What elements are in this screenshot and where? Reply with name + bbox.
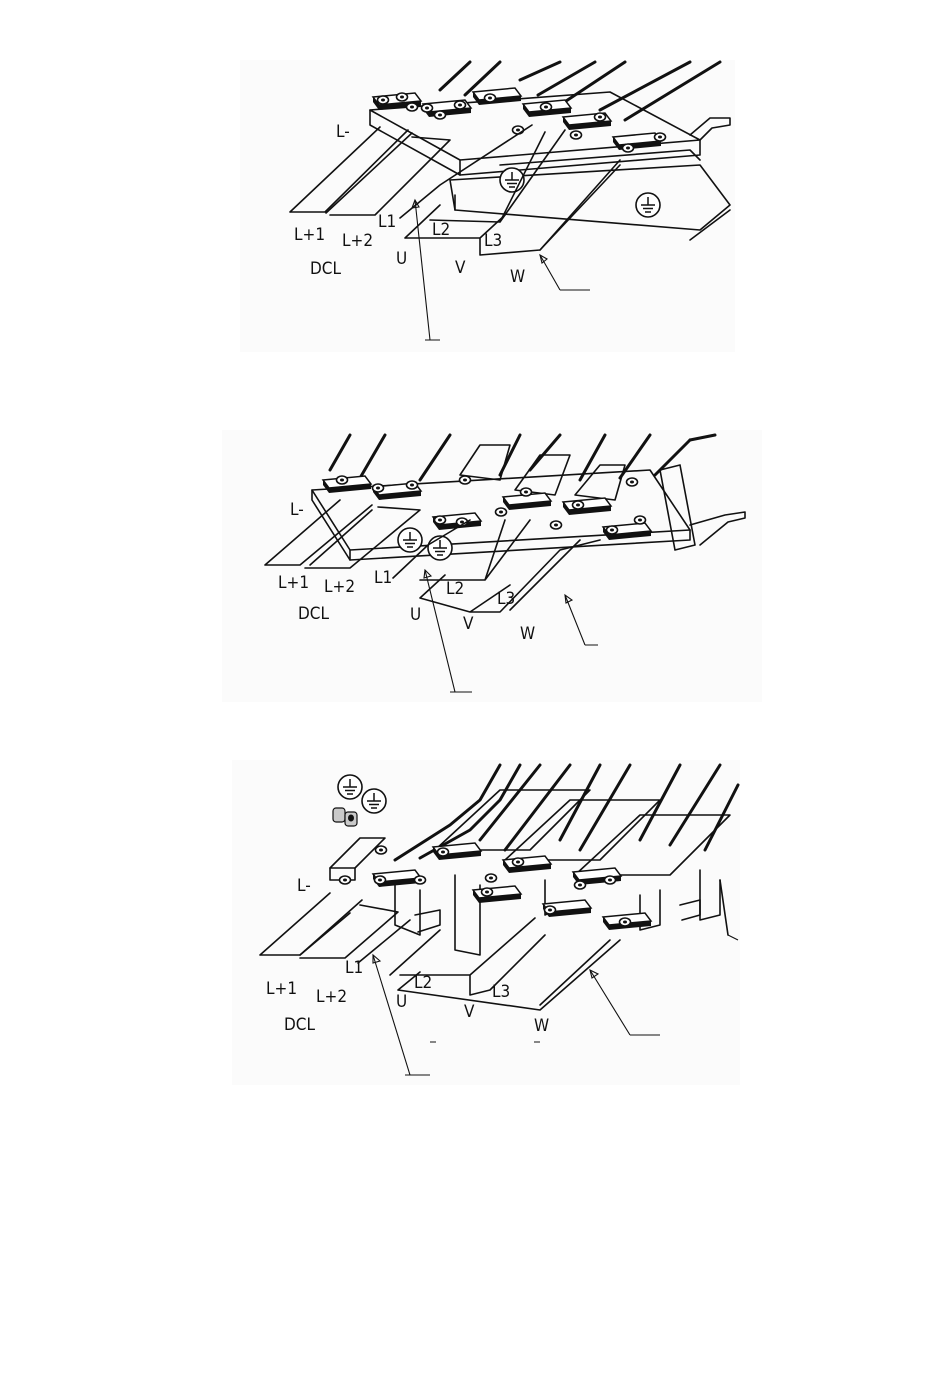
figure-2-label-l-plus-1: L+1	[278, 573, 309, 593]
figure-1-label-l1: L1	[378, 212, 396, 232]
figure-2-label-l1: L1	[374, 568, 392, 588]
figure-1: L- L+1 L+2 DCL L1 L2 L3 U V W	[240, 60, 735, 352]
figure-2-label-l-plus-2: L+2	[324, 577, 355, 597]
figure-1-label-u: U	[396, 249, 407, 269]
figure-3-label-l3: L3	[492, 982, 510, 1002]
figure-3-label-dcl: DCL	[284, 1015, 315, 1035]
figure-3-label-l-plus-1: L+1	[266, 979, 297, 999]
figure-1-label-l-minus: L-	[336, 122, 350, 142]
figure-3-ground-icon-2	[362, 789, 386, 813]
figure-1-label-l3: L3	[484, 231, 502, 251]
figure-1-label-w: W	[510, 267, 525, 287]
figure-3-label-l2: L2	[414, 973, 432, 993]
figure-3-ground-icon-1	[338, 775, 362, 799]
figure-1-label-dcl: DCL	[310, 259, 341, 279]
figure-3-panel	[232, 760, 740, 1085]
figure-3-label-l1: L1	[345, 958, 363, 978]
figure-2-label-l3: L3	[497, 589, 515, 609]
figure-2-ground-icon-1	[398, 528, 422, 552]
figure-2-label-l-minus: L-	[290, 500, 304, 520]
figure-2-label-v: V	[463, 614, 474, 634]
figure-2: L- L+1 L+2 DCL L1 L2 L3 U V W	[222, 430, 762, 702]
figure-1-ground-icon-2	[636, 193, 660, 217]
figure-2-label-w: W	[520, 624, 535, 644]
figure-3-label-u: U	[396, 992, 407, 1012]
figure-3-label-w: W	[534, 1016, 549, 1036]
figure-2-label-l2: L2	[446, 579, 464, 599]
figure-1-label-v: V	[455, 258, 466, 278]
figure-1-label-l-plus-2: L+2	[342, 231, 373, 251]
figure-3-label-l-plus-2: L+2	[316, 987, 347, 1007]
figure-2-ground-icon-2	[428, 536, 452, 560]
figure-3-label-v: V	[464, 1002, 475, 1022]
figure-2-label-u: U	[410, 605, 421, 625]
figure-1-label-l-plus-1: L+1	[294, 225, 325, 245]
figure-3: L- L+1 L+2 DCL L1 L2 L3 U V W	[232, 760, 740, 1085]
figure-3-label-l-minus: L-	[297, 876, 311, 896]
figure-1-label-l2: L2	[432, 220, 450, 240]
figure-2-label-dcl: DCL	[298, 604, 329, 624]
